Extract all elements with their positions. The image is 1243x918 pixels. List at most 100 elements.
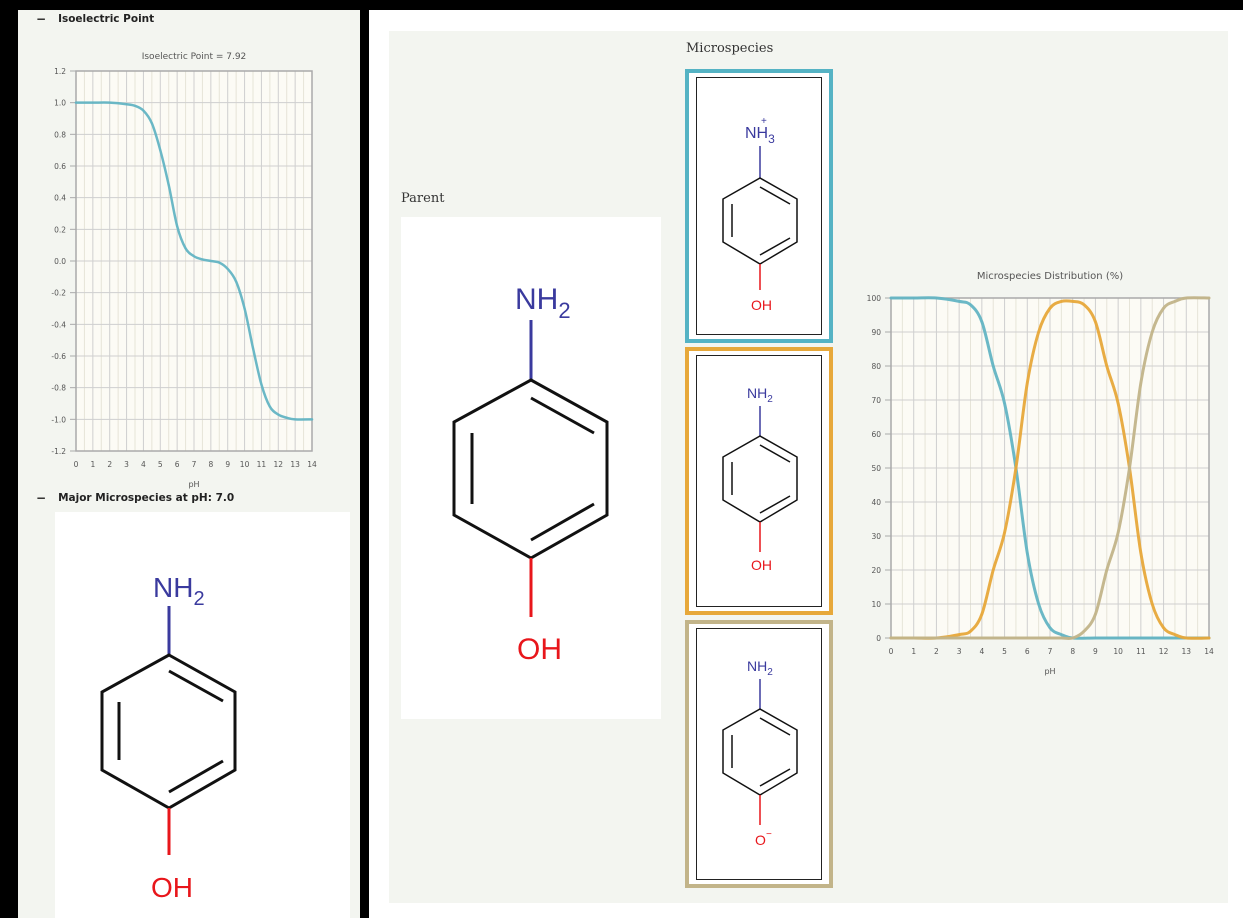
y-tick-label: 0.0: [54, 257, 66, 266]
hydroxyl-label: OH: [751, 297, 772, 313]
data-point: [1140, 637, 1142, 639]
data-point: [913, 297, 915, 299]
data-point: [159, 149, 161, 151]
microspecies-card-cation[interactable]: NH3 + OH: [685, 69, 833, 343]
x-tick-label: 6: [1025, 647, 1030, 656]
data-point: [142, 109, 145, 112]
data-point: [1072, 300, 1074, 302]
data-point: [1185, 637, 1187, 639]
data-point: [958, 300, 960, 302]
y-tick-label: 80: [871, 362, 881, 371]
data-point: [981, 321, 983, 323]
x-tick-label: 13: [290, 460, 300, 469]
data-point: [294, 418, 296, 420]
y-tick-label: 1.0: [54, 99, 66, 108]
major-microspecies-header[interactable]: − Major Microspecies at pH: 7.0: [36, 491, 234, 505]
data-point: [1151, 331, 1153, 333]
x-tick-label: 11: [257, 460, 267, 469]
microspecies-card-neutral[interactable]: NH2 OH: [685, 347, 833, 615]
data-point: [890, 637, 892, 639]
data-point: [913, 637, 915, 639]
x-tick-label: 12: [274, 460, 284, 469]
y-tick-label: 60: [871, 430, 881, 439]
y-tick-label: 0.6: [54, 162, 66, 171]
amine-label: NH3: [745, 125, 775, 146]
x-tick-label: 3: [124, 460, 129, 469]
data-point: [958, 637, 960, 639]
x-tick-label: 8: [1070, 647, 1075, 656]
x-tick-label: 3: [957, 647, 962, 656]
data-point: [1015, 467, 1017, 469]
data-point: [286, 417, 288, 419]
data-point: [1026, 382, 1028, 384]
data-point: [992, 365, 994, 367]
charge-label: −: [766, 829, 772, 840]
collapse-toggle[interactable]: −: [36, 12, 47, 26]
data-point: [1128, 467, 1131, 469]
y-tick-label: -0.6: [51, 352, 66, 361]
isoelectric-section-header[interactable]: − Isoelectric Point: [36, 12, 154, 26]
hydroxyl-label: OH: [751, 557, 772, 573]
x-tick-label: 13: [1182, 647, 1192, 656]
data-point: [1140, 552, 1142, 554]
data-point: [1106, 569, 1108, 571]
data-point: [1094, 637, 1097, 639]
section-title: Major Microspecies at pH: 7.0: [58, 492, 235, 504]
benzene-ring: [722, 177, 798, 265]
benzene-ring: [452, 378, 609, 560]
x-tick-label: 5: [158, 460, 163, 469]
data-point: [193, 255, 195, 257]
data-point: [218, 261, 220, 264]
data-point: [260, 383, 263, 386]
x-tick-label: 4: [141, 460, 146, 469]
x-tick-label: 10: [240, 460, 250, 469]
section-title: Isoelectric Point: [58, 13, 155, 25]
y-tick-label: 50: [871, 464, 881, 473]
data-point: [1162, 637, 1165, 639]
data-point: [1185, 297, 1187, 299]
parent-heading: Parent: [401, 191, 445, 206]
y-tick-label: -1.0: [51, 415, 66, 424]
data-point: [1026, 552, 1028, 554]
data-point: [890, 297, 892, 299]
data-point: [227, 268, 229, 270]
data-point: [1117, 532, 1119, 534]
data-point: [958, 634, 960, 636]
x-tick-label: 1: [90, 460, 95, 469]
data-point: [1049, 627, 1051, 629]
data-point: [992, 569, 994, 571]
data-point: [1140, 382, 1142, 384]
data-point: [1060, 637, 1062, 639]
amine-label: NH2: [515, 283, 571, 323]
hydroxyl-label: OH: [151, 872, 193, 903]
data-point: [1208, 637, 1210, 639]
microspecies-card-anion[interactable]: NH2 O −: [685, 620, 833, 888]
data-point: [1060, 300, 1062, 302]
collapse-toggle[interactable]: −: [36, 491, 47, 505]
data-point: [1094, 321, 1097, 323]
data-point: [1083, 304, 1085, 306]
x-tick-label: 10: [1113, 647, 1123, 656]
benzene-ring: [100, 653, 237, 810]
right-panel: Microspecies Parent NH2 OH: [369, 10, 1243, 918]
x-axis-label: pH: [1044, 667, 1055, 676]
data-point: [1162, 307, 1165, 309]
chart-title: Isoelectric Point = 7.92: [142, 52, 247, 62]
data-point: [1083, 630, 1085, 632]
hydroxyl-label: OH: [517, 633, 562, 666]
y-tick-label: 90: [871, 328, 881, 337]
y-tick-label: 0.8: [54, 130, 66, 139]
data-point: [1208, 297, 1210, 299]
x-tick-label: 7: [192, 460, 197, 469]
x-tick-label: 14: [1204, 647, 1214, 656]
x-tick-label: 12: [1159, 647, 1169, 656]
y-tick-label: 70: [871, 396, 881, 405]
x-tick-label: 2: [934, 647, 939, 656]
data-point: [243, 307, 246, 310]
data-point: [125, 103, 128, 105]
data-point: [168, 184, 170, 186]
parent-structure: NH2 OH: [401, 217, 661, 719]
data-point: [969, 630, 972, 632]
data-point: [109, 102, 111, 104]
